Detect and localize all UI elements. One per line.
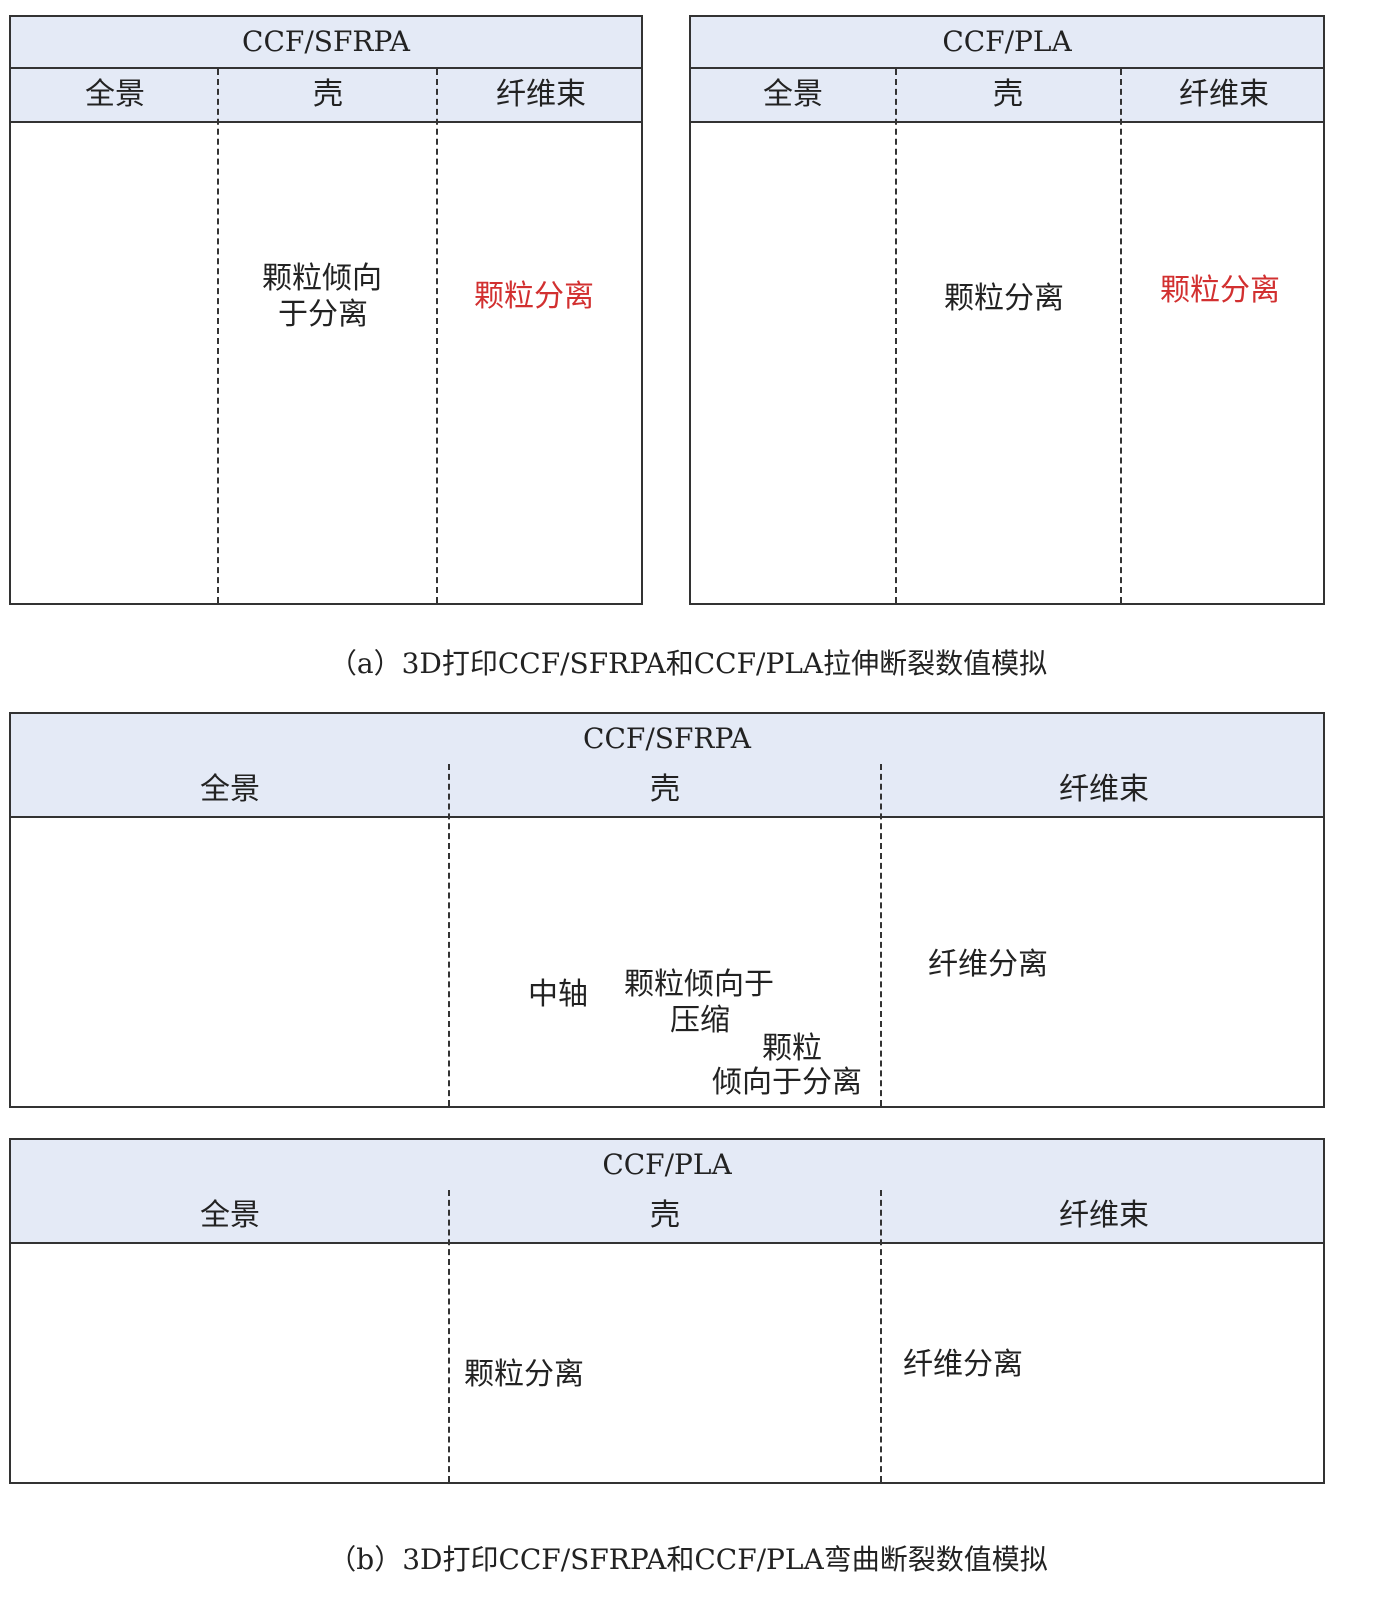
a-right-col-shell: 壳: [993, 77, 1023, 112]
b-top-title: CCF/SFRPA: [11, 714, 1323, 766]
b-top-separate-label-line2: 倾向于分离: [712, 1065, 862, 1100]
a-right-shell-label: 颗粒分离: [944, 281, 1064, 316]
a-right-divider-2: [1120, 69, 1122, 603]
b-bottom-divider-2: [880, 1190, 882, 1482]
a-right-divider-1: [895, 69, 897, 603]
b-bottom-col-shell: 壳: [650, 1198, 680, 1233]
a-right-col-fiber: 纤维束: [1179, 77, 1269, 112]
a-right-title: CCF/PLA: [691, 17, 1323, 69]
b-top-col-overview: 全景: [200, 772, 260, 807]
caption-b: （b）3D打印CCF/SFRPA和CCF/PLA弯曲断裂数值模拟: [328, 1543, 1048, 1576]
a-left-subheader: 全景 壳 纤维束: [11, 69, 641, 123]
b-bottom-divider-1: [448, 1190, 450, 1482]
a-left-shell-label-line2: 于分离: [278, 297, 368, 332]
b-top-col-shell: 壳: [650, 772, 680, 807]
a-left-panel: CCF/SFRPA 全景 壳 纤维束: [9, 15, 643, 605]
b-top-col-fiber: 纤维束: [1059, 772, 1149, 807]
b-bottom-panel: CCF/PLA 全景 壳 纤维束: [9, 1138, 1325, 1484]
b-bottom-title: CCF/PLA: [11, 1140, 1323, 1192]
a-left-col-shell: 壳: [313, 77, 343, 112]
b-top-divider-2: [880, 764, 882, 1106]
b-top-compress-label-line1: 颗粒倾向于: [624, 967, 774, 1002]
b-top-compress-label-line2: 压缩: [670, 1003, 730, 1038]
b-top-axis-label: 中轴: [528, 977, 588, 1012]
a-left-shell-label-line1: 颗粒倾向: [262, 261, 382, 296]
a-right-col-overview: 全景: [763, 77, 823, 112]
a-left-col-fiber: 纤维束: [496, 77, 586, 112]
b-bottom-fiber-label: 纤维分离: [903, 1347, 1023, 1382]
b-bottom-col-overview: 全景: [200, 1198, 260, 1233]
a-left-divider-2: [436, 69, 438, 603]
a-right-subheader: 全景 壳 纤维束: [691, 69, 1323, 123]
a-right-panel: CCF/PLA 全景 壳 纤维束: [689, 15, 1325, 605]
a-left-divider-1: [217, 69, 219, 603]
a-right-fiber-label: 颗粒分离: [1160, 273, 1280, 308]
b-bottom-shell-label: 颗粒分离: [464, 1357, 584, 1392]
b-top-divider-1: [448, 764, 450, 1106]
a-left-title: CCF/SFRPA: [11, 17, 641, 69]
b-bottom-subheader: 全景 壳 纤维束: [11, 1190, 1323, 1244]
b-bottom-col-fiber: 纤维束: [1059, 1198, 1149, 1233]
b-top-panel: CCF/SFRPA 全景 壳 纤维束: [9, 712, 1325, 1108]
a-left-col-overview: 全景: [85, 77, 145, 112]
b-top-fiber-label: 纤维分离: [928, 947, 1048, 982]
b-top-subheader: 全景 壳 纤维束: [11, 764, 1323, 818]
b-top-separate-label-line1: 颗粒: [762, 1031, 822, 1066]
a-left-fiber-label: 颗粒分离: [474, 279, 594, 314]
caption-a: （a）3D打印CCF/SFRPA和CCF/PLA拉伸断裂数值模拟: [328, 647, 1048, 680]
